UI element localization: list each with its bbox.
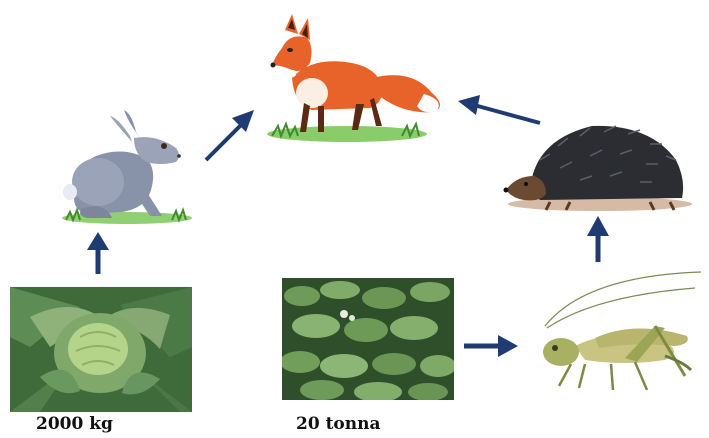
- arrow-plants-to-cricket: [462, 334, 518, 358]
- hare-icon: [52, 108, 202, 228]
- cricket-image: [515, 266, 703, 396]
- cabbage-photo: [10, 287, 192, 412]
- plants-mass-label: 20 tonna: [296, 414, 381, 434]
- arrow-hare-to-fox: [200, 104, 260, 166]
- arrow-cabbage-to-hare: [86, 232, 110, 276]
- fox-image: [252, 8, 452, 143]
- bush-cricket-icon: [515, 266, 703, 396]
- hedgehog-icon: [500, 120, 698, 216]
- hedgehog-image: [500, 120, 698, 216]
- hare-image: [52, 108, 202, 228]
- fox-icon: [252, 8, 452, 143]
- plants-photo: [282, 278, 454, 400]
- leafy-plants-icon: [282, 278, 454, 400]
- arrow-hedgehog-to-fox: [452, 95, 544, 129]
- cabbage-mass-label: 2000 kg: [36, 414, 113, 434]
- cabbage-icon: [10, 287, 192, 412]
- arrow-cricket-to-hedgehog: [586, 216, 610, 264]
